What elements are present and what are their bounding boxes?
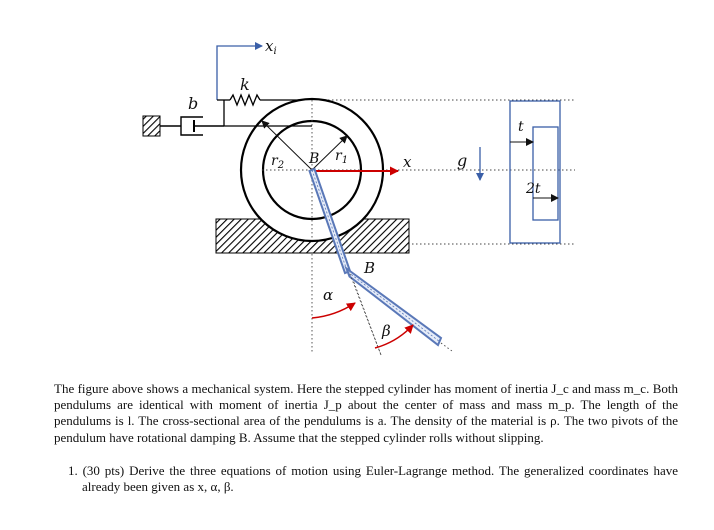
center-lines [262, 100, 362, 240]
beta-label: β [381, 322, 391, 340]
g-label: g [457, 151, 467, 170]
beta-arc [374, 324, 414, 349]
r1-label: r1 [335, 148, 348, 166]
r2-label: r2 [271, 153, 284, 171]
t-label: t [518, 119, 524, 135]
problem-text: The figure above shows a mechanical syst… [54, 381, 678, 495]
problem-description: The figure above shows a mechanical syst… [54, 381, 678, 445]
alpha-arc [311, 302, 356, 319]
k-label: k [240, 75, 250, 94]
question-1: 1. (30 pts) Derive the three equations o… [68, 462, 678, 495]
r2-radius-arrow [261, 120, 313, 171]
cross-section [509, 100, 561, 244]
pendulum-2-extension [440, 342, 453, 352]
B-label-top: B [308, 151, 319, 167]
r1-radius-arrow [311, 135, 348, 171]
pendulum-1-extension [349, 273, 382, 356]
wall-block [142, 115, 161, 137]
x-label: x [403, 153, 412, 171]
input-displacement-arrow [216, 42, 263, 100]
B-label-joint: B [363, 259, 375, 277]
damper [160, 116, 224, 136]
b-label: b [188, 94, 198, 113]
pendulum-2 [344, 265, 443, 347]
mechanical-system-diagram: xi b k r2 r1 B [142, 37, 575, 356]
alpha-label: α [323, 286, 333, 304]
two-t-label: 2t [525, 181, 541, 197]
xi-label: xi [265, 37, 277, 57]
